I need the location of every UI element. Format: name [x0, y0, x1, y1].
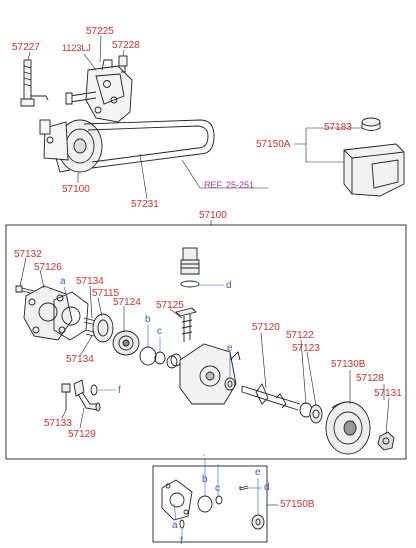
label-57123: 57123: [292, 343, 320, 354]
pump-body: [179, 343, 241, 405]
label-57132: 57132: [14, 249, 42, 260]
kit-callout-f: f: [180, 536, 183, 547]
bearing-57123: [309, 404, 323, 424]
label-57124: 57124: [113, 297, 141, 308]
label-57134-upper: 57134: [76, 276, 104, 287]
label-57183: 57183: [324, 122, 352, 133]
pulley-57130b: [325, 401, 371, 455]
label-57130b: 57130B: [331, 359, 366, 370]
label-57150b: 57150B: [280, 499, 315, 510]
label-57122: 57122: [286, 330, 314, 341]
callout-f: f: [118, 385, 121, 396]
reservoir-57150a: [343, 143, 405, 197]
kit-callout-b: b: [202, 474, 208, 485]
label-ref-25-251: REF. 25-251: [204, 180, 255, 190]
o-ring-f: [90, 384, 98, 396]
flow-valve-57125: [175, 307, 197, 342]
label-57115: 57115: [92, 288, 120, 299]
cover-57126: [23, 285, 73, 341]
callout-b: b: [145, 314, 151, 325]
pump-57100: [39, 119, 103, 173]
belt-57231: [83, 119, 215, 169]
kit-callout-d: d: [264, 482, 270, 493]
shaft-57120: [241, 383, 301, 411]
cam-ring-57115: [92, 313, 114, 343]
label-57126: 57126: [34, 262, 62, 273]
union-fitting: [180, 247, 200, 288]
spring-57125: [166, 353, 182, 369]
callout-a: a: [60, 276, 66, 287]
kit-callout-a: a: [172, 520, 178, 531]
nut-57131: [377, 431, 395, 451]
mounting-bracket: [85, 59, 133, 123]
label-57231: 57231: [131, 199, 159, 210]
label-57100-main: 57100: [199, 210, 227, 221]
kit-callout-c: c: [215, 483, 220, 494]
seal-e: [224, 377, 236, 391]
label-57131: 57131: [374, 388, 402, 399]
label-57125: 57125: [156, 300, 184, 311]
label-57120: 57120: [252, 322, 280, 333]
bolt-57133: [61, 383, 71, 410]
label-1123lj: 1123LJ: [62, 43, 91, 53]
ring-c: [154, 351, 166, 365]
label-57225: 57225: [86, 26, 114, 37]
label-57128: 57128: [356, 373, 384, 384]
label-57150a: 57150A: [256, 139, 291, 150]
label-57129: 57129: [68, 429, 96, 440]
bolt-57227: [20, 59, 49, 107]
label-57134-lower: 57134: [66, 354, 94, 365]
cap-57183: [361, 117, 381, 131]
label-57100-top: 57100: [62, 184, 90, 195]
label-57133: 57133: [44, 418, 72, 429]
pump-exploded-frame: [5, 224, 407, 460]
o-ring-b: [139, 346, 157, 366]
kit-callout-e: e: [255, 467, 261, 478]
label-57228: 57228: [112, 40, 140, 51]
bolt-1123lj: [65, 91, 97, 105]
repair-kit-frame: [152, 465, 268, 543]
fitting-57129: [73, 379, 101, 412]
callout-c: c: [157, 326, 162, 337]
label-57227: 57227: [12, 42, 40, 53]
callout-e: e: [227, 343, 233, 354]
callout-d: d: [226, 280, 232, 291]
rotor-57124: [112, 330, 140, 356]
